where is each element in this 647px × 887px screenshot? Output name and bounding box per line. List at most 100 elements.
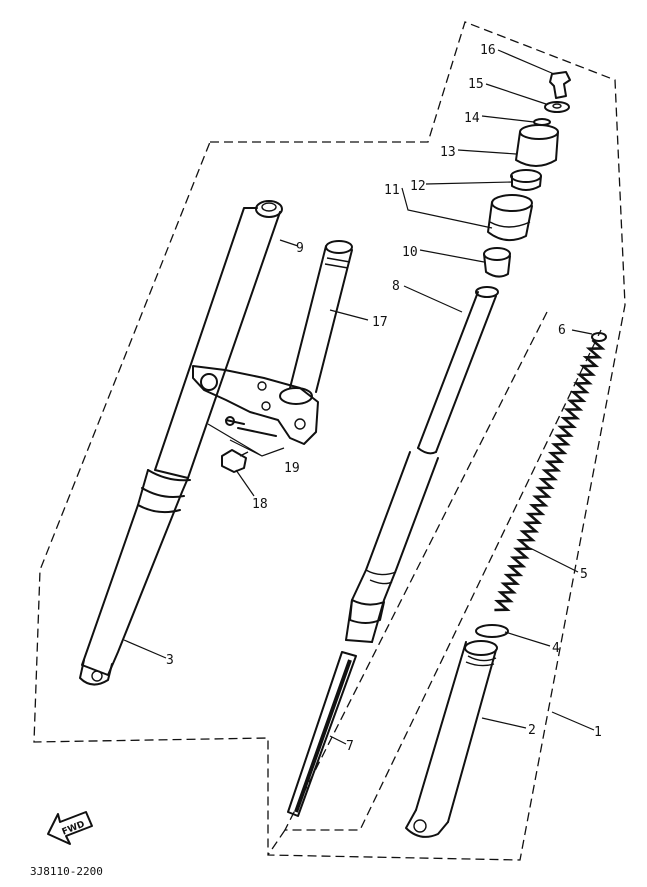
bolt-18-shank — [239, 451, 249, 457]
rod-7 — [287, 651, 357, 817]
leader-16 — [497, 49, 555, 75]
leader-17 — [329, 309, 369, 321]
bracket-bolt-hole-b — [261, 401, 271, 411]
part-16-bolt — [549, 71, 571, 99]
inner-tube-9 — [154, 207, 281, 479]
leader-5 — [529, 547, 579, 573]
callout-16: 16 — [480, 43, 496, 58]
callout-19: 19 — [284, 461, 300, 476]
outer-tube-2-axle-hole — [413, 819, 427, 833]
spring-5 — [494, 332, 607, 612]
outer-tube-2-lug — [405, 809, 449, 838]
rod-7-body — [287, 651, 357, 817]
part-11-top — [491, 194, 533, 212]
inner-tube-8-top — [475, 286, 499, 298]
callout-11: 11 — [384, 183, 400, 198]
part-11-band — [489, 221, 531, 228]
damper-rod-piston — [349, 599, 385, 624]
boundary-left-tick — [267, 829, 286, 856]
callout-2: 2 — [528, 723, 536, 738]
leader-6 — [571, 329, 593, 335]
part-13-cap — [515, 131, 559, 167]
callout-10: 10 — [402, 245, 418, 260]
leader-13 — [457, 149, 517, 155]
outer-tube-3 — [81, 469, 189, 676]
part-13-top — [519, 124, 559, 140]
outer-tube-2-top — [464, 640, 498, 656]
part-11-seal — [487, 201, 533, 242]
leader-3 — [123, 639, 167, 659]
assembly-boundary — [33, 21, 626, 861]
callout-4: 4 — [552, 641, 560, 656]
leader-11-12 — [401, 181, 513, 229]
fwd-arrow-shape — [47, 811, 93, 845]
stem-thread-lines — [324, 257, 351, 269]
callout-6: 6 — [558, 323, 566, 338]
leader-4 — [504, 631, 551, 647]
damper-rod-body — [345, 451, 439, 643]
inner-fork-boundary — [283, 311, 602, 831]
under-bracket — [192, 365, 319, 445]
outer-tube-2-threads — [465, 655, 497, 667]
part-14-washer — [533, 118, 551, 126]
outer-tube-3-collar — [137, 469, 191, 514]
damper-rod-rings — [365, 569, 397, 585]
part-10-bushing — [483, 253, 511, 278]
leader-18 — [235, 469, 255, 497]
callout-12: 12 — [410, 179, 426, 194]
bracket-clamp-left — [200, 373, 218, 391]
inner-tube-8-body — [417, 291, 497, 453]
callout-7: 7 — [346, 739, 354, 754]
callout-labels: 1 2 3 4 5 6 7 8 9 10 11 12 13 14 15 16 1… — [166, 43, 602, 754]
part-10-top — [483, 247, 511, 261]
outer-tube-3-axle-lug — [79, 659, 113, 686]
pinch-bolt-head — [225, 416, 235, 426]
steering-stem-17 — [289, 245, 353, 393]
leader-1 — [551, 711, 595, 731]
pinch-bolt-19a — [225, 419, 277, 437]
part-15-hole — [552, 103, 562, 109]
inner-tube-9-cap-inner — [261, 202, 277, 212]
bracket-bolt-hole-c — [294, 418, 306, 430]
callout-8: 8 — [392, 279, 400, 294]
part-15-washer — [544, 101, 570, 113]
leader-14 — [481, 115, 535, 123]
leader-lines — [123, 49, 595, 745]
leader-8 — [403, 285, 463, 313]
fwd-label: FWD — [61, 820, 87, 838]
steering-stem-17-top — [325, 240, 353, 254]
callout-5: 5 — [580, 567, 588, 582]
callout-15: 15 — [468, 77, 484, 92]
leader-10 — [419, 249, 485, 263]
damper-rod-end — [345, 639, 373, 643]
bracket-stem-boss — [279, 387, 313, 405]
part-12-body — [511, 175, 542, 191]
outer-tube-2-body — [415, 641, 497, 823]
diagram-code: 3J8110-2200 — [30, 865, 103, 878]
inner-tube-8-bottom — [417, 447, 437, 455]
leader-7 — [329, 735, 347, 745]
steering-stem-assembly — [192, 240, 353, 473]
inner-tube-8 — [417, 286, 499, 455]
top-parts-stack — [483, 71, 571, 278]
fwd-arrow-icon: FWD — [47, 811, 93, 845]
damper-rod-assembly — [345, 451, 439, 643]
callout-1: 1 — [594, 725, 602, 740]
callout-14: 14 — [464, 111, 480, 126]
callout-9: 9 — [296, 241, 304, 256]
part-12-ring — [510, 169, 542, 183]
leader-2 — [481, 717, 527, 729]
spring-5-coils — [494, 339, 606, 612]
o-ring-4 — [475, 624, 509, 638]
left-fork-assembly — [79, 200, 283, 686]
leader-9 — [279, 239, 299, 247]
outer-tube-3-axle-hole — [91, 670, 103, 682]
leader-19-bracket — [207, 423, 285, 457]
inner-tube-9-cap — [255, 200, 283, 218]
callout-18: 18 — [252, 497, 268, 512]
spring-seat-6 — [591, 332, 607, 342]
callout-3: 3 — [166, 653, 174, 668]
rod-7-shade — [294, 659, 352, 813]
leader-15 — [485, 83, 547, 105]
